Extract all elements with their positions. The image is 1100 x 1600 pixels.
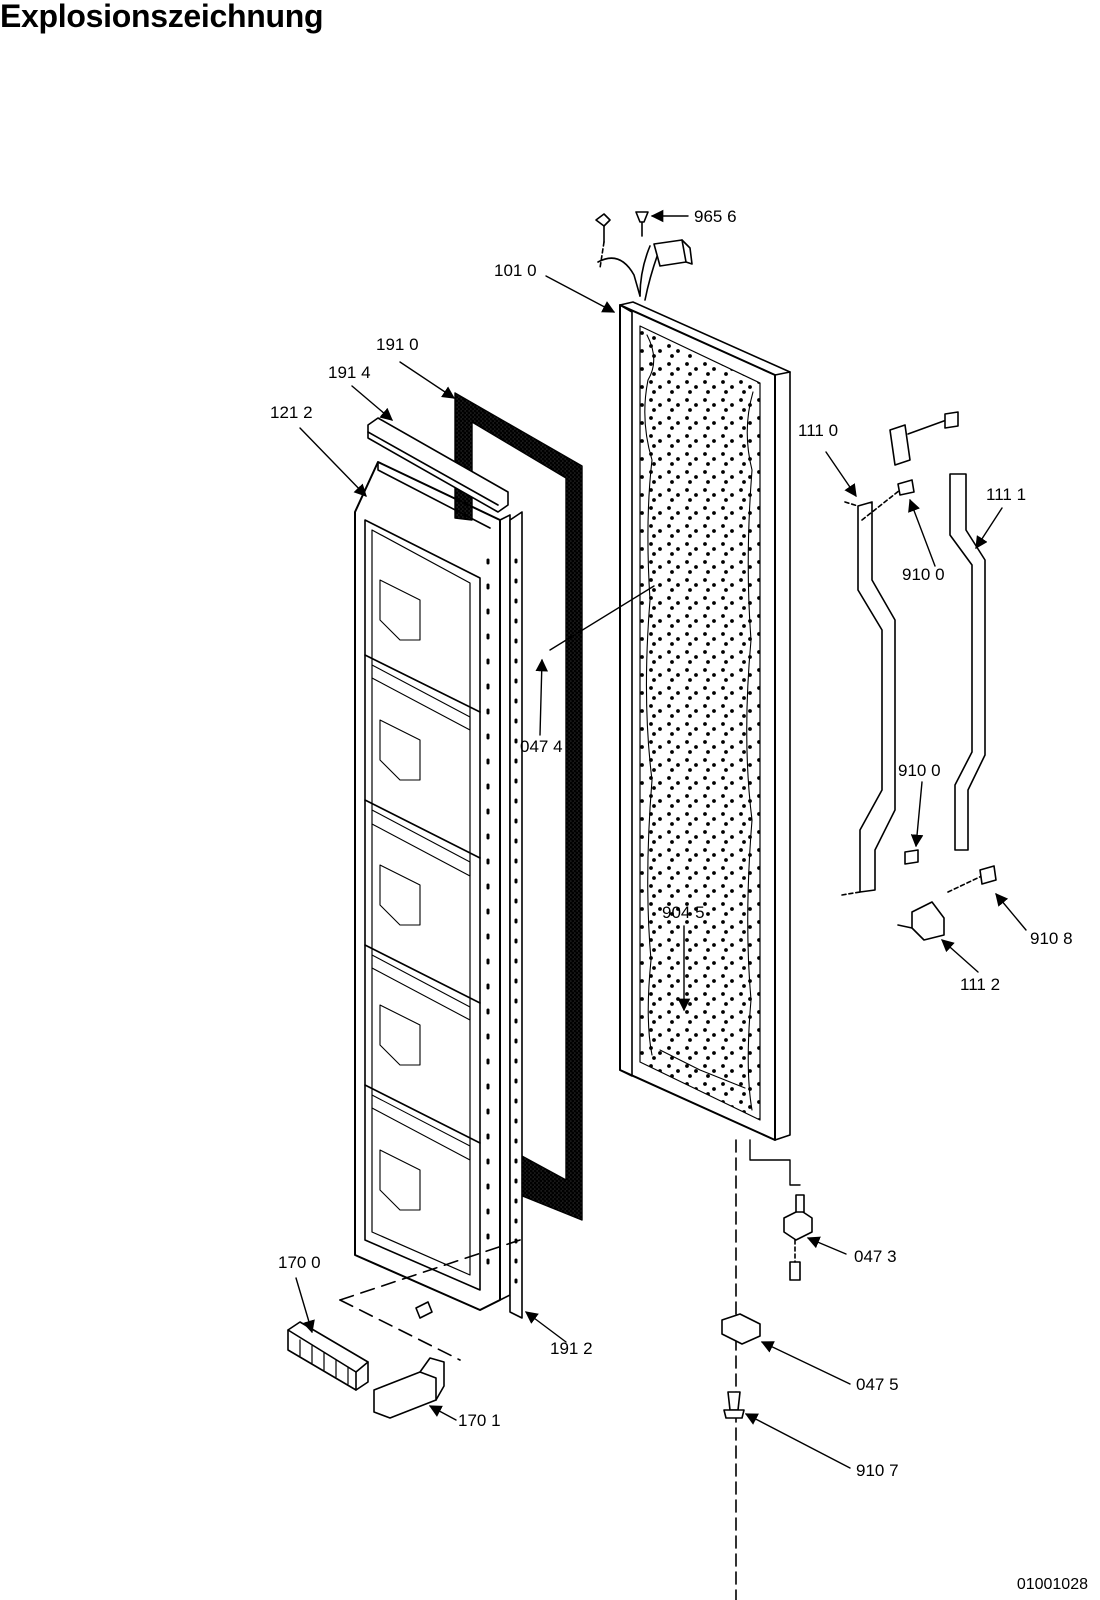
label-9100-top: 910 0 <box>902 565 945 584</box>
label-1700: 170 0 <box>278 1253 321 1272</box>
label-1212: 121 2 <box>270 403 313 422</box>
inner-door-liner <box>354 417 511 1311</box>
label-0475: 047 5 <box>856 1375 899 1394</box>
wire-harness <box>595 211 693 301</box>
page-title: Explosionszeichnung <box>0 0 324 34</box>
bottom-trim-parts <box>287 1239 521 1419</box>
label-9656: 965 6 <box>694 207 737 226</box>
label-1701: 170 1 <box>458 1411 501 1430</box>
label-1910: 191 0 <box>376 335 419 354</box>
label-1010: 101 0 <box>494 261 537 280</box>
leader-lines <box>295 209 1027 1469</box>
label-1912: 191 2 <box>550 1339 593 1358</box>
label-9108: 910 8 <box>1030 929 1073 948</box>
side-seal-strip <box>509 511 523 1319</box>
label-1111: 111 1 <box>986 485 1026 504</box>
door-handle <box>841 411 997 941</box>
bottom-hinge-hardware <box>721 1139 813 1600</box>
label-9107: 910 7 <box>856 1461 899 1480</box>
label-0473: 047 3 <box>854 1247 897 1266</box>
document-number: 01001028 <box>1016 1576 1088 1593</box>
label-1110: 111 0 <box>798 421 838 440</box>
part-labels: 965 6 101 0 191 0 191 4 121 2 111 0 111 … <box>270 207 1073 1480</box>
label-1112: 111 2 <box>960 975 1000 994</box>
label-9045: 904 5 <box>662 903 705 922</box>
outer-door-panel <box>619 301 801 1186</box>
label-1914: 191 4 <box>328 363 371 382</box>
label-0474: 047 4 <box>520 737 563 756</box>
label-9100-bottom: 910 0 <box>898 761 941 780</box>
